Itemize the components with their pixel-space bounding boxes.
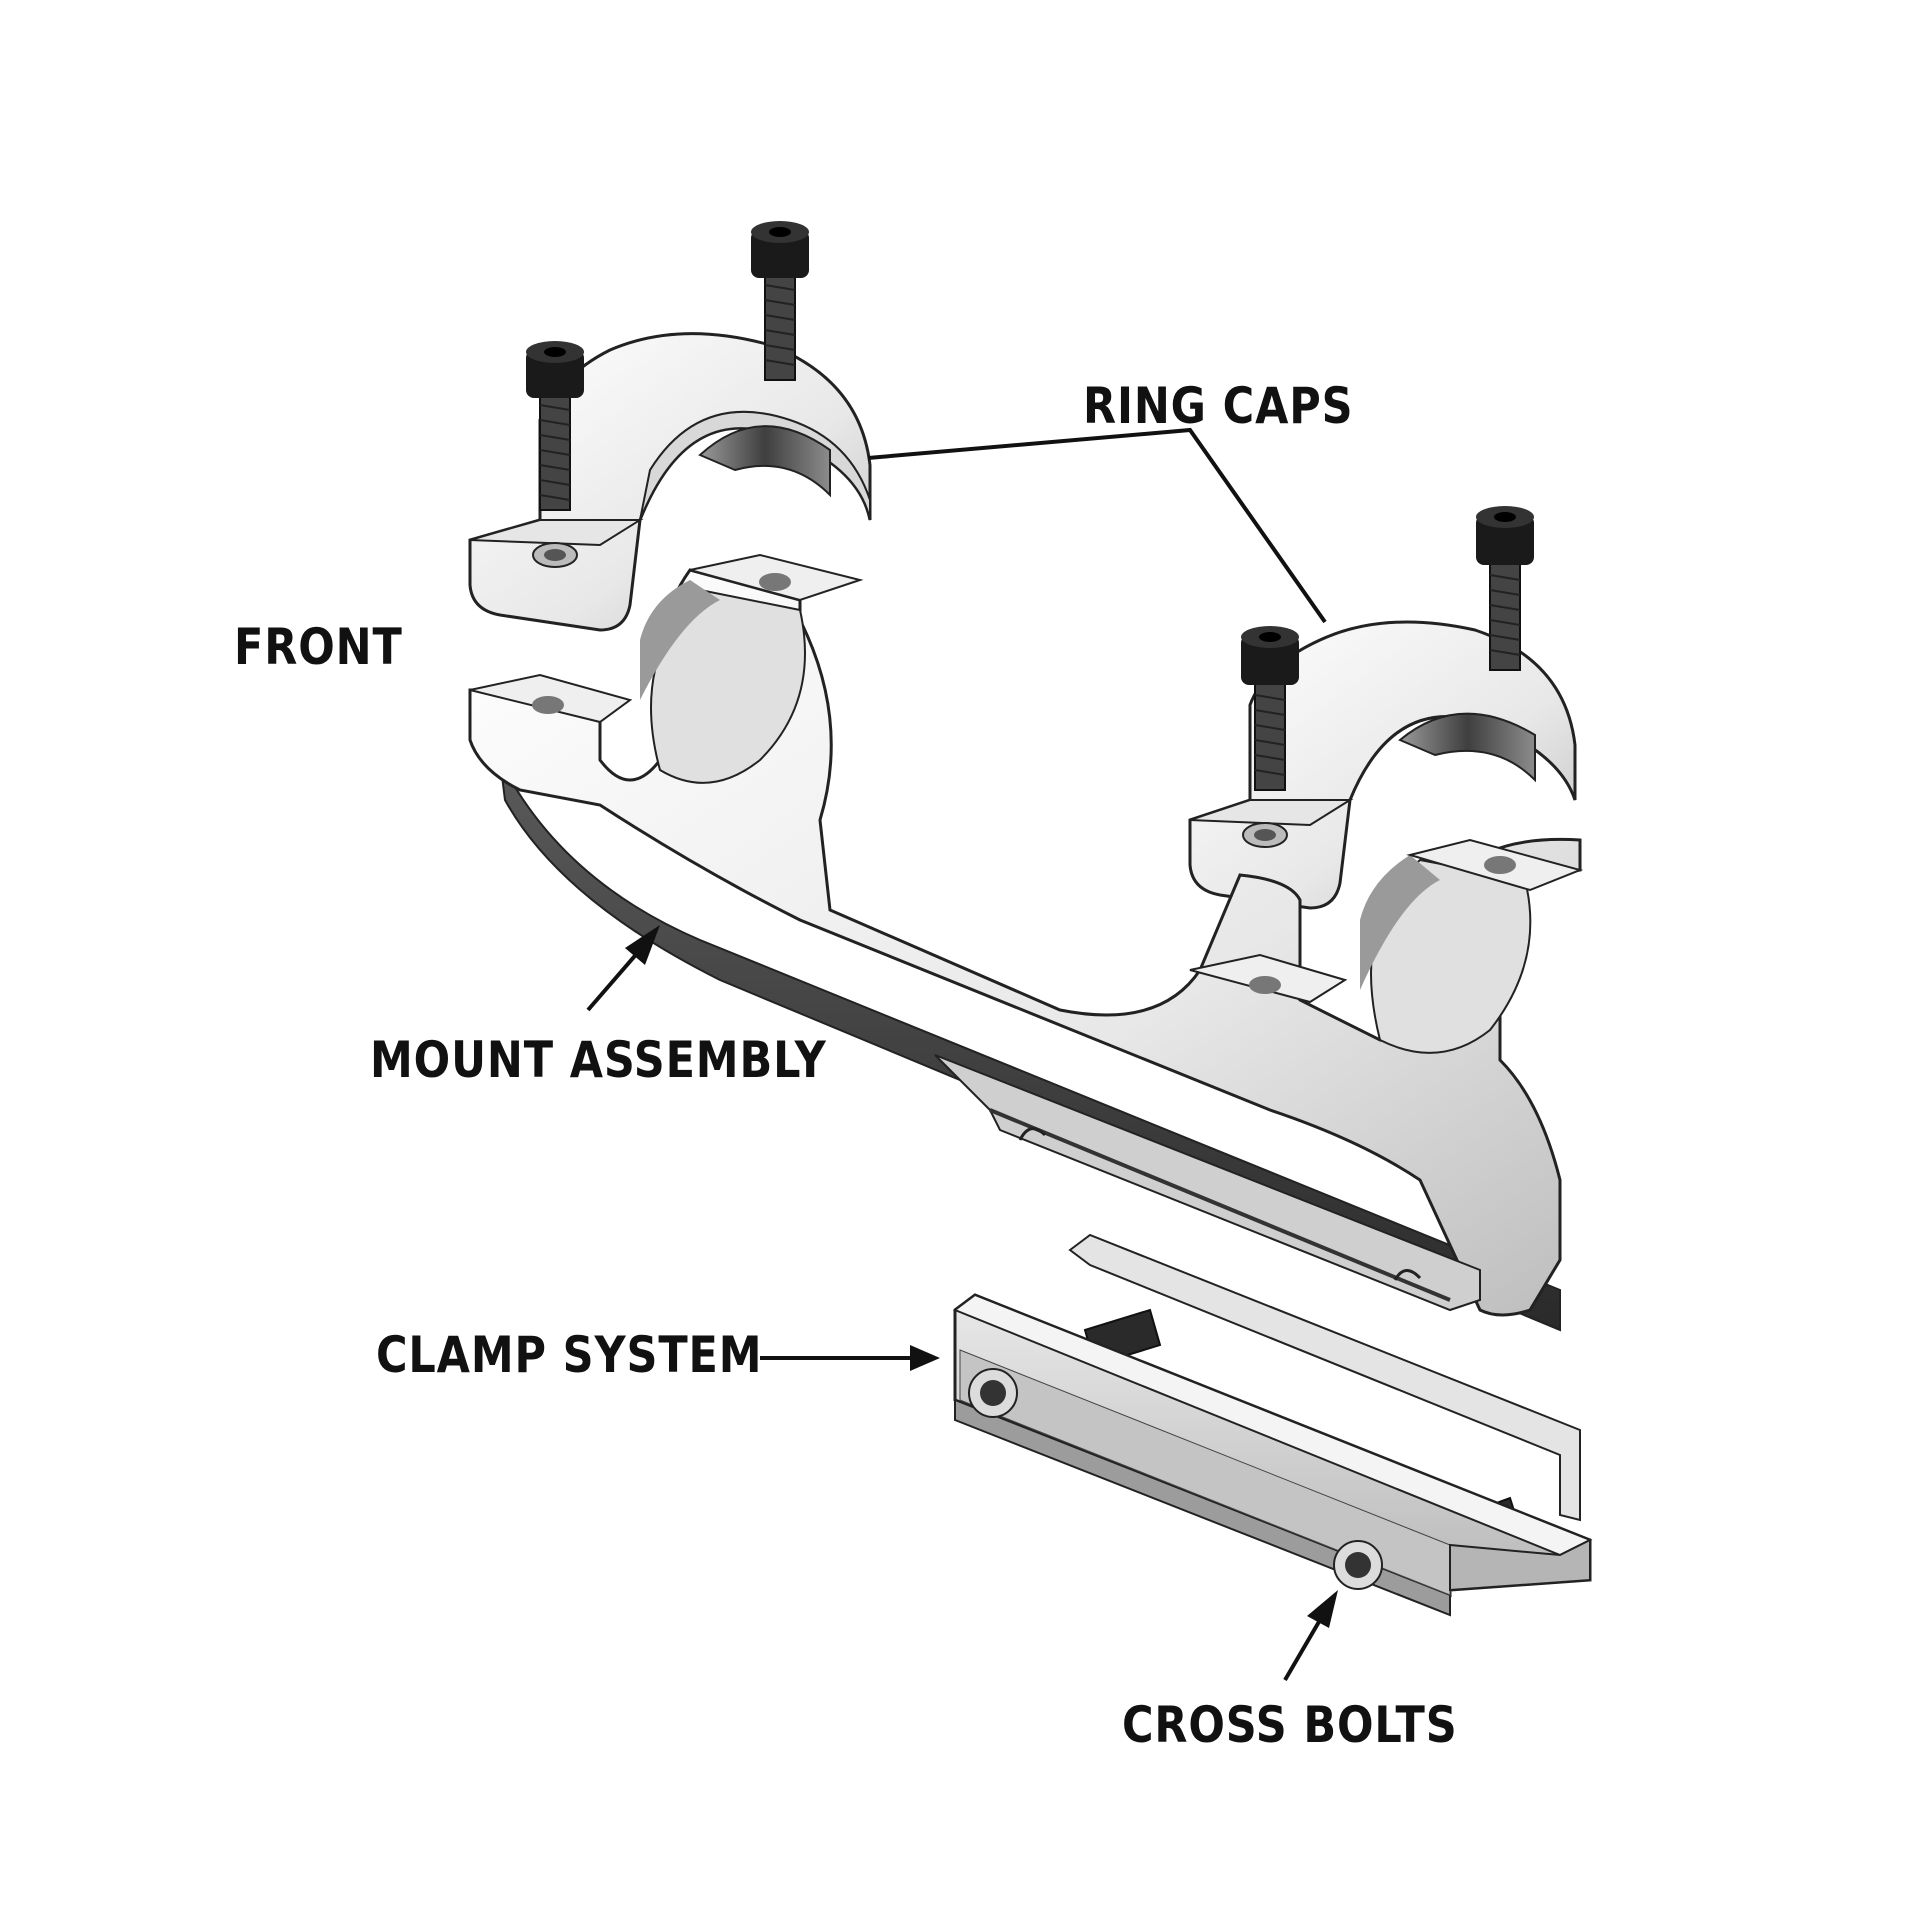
- cross-bolts-label: CROSS BOLTS: [1122, 1696, 1458, 1754]
- cross-bolts-arrow: [1283, 1590, 1338, 1682]
- front-cap-screw-right: [751, 221, 809, 381]
- front-label: FRONT: [234, 618, 403, 676]
- front-cap-screw-left: [526, 341, 584, 511]
- mount-assembly-arrow: [586, 925, 660, 1012]
- clamp-system-label: CLAMP SYSTEM: [376, 1326, 763, 1384]
- mount-assembly-label: MOUNT ASSEMBLY: [370, 1031, 827, 1089]
- rear-cap-screw-left: [1241, 626, 1299, 791]
- rear-ring-cap: [1188, 620, 1577, 910]
- clamp-system-arrow: [760, 1345, 940, 1371]
- ring-caps-label: RING CAPS: [1083, 377, 1354, 435]
- ring-caps-leader: [867, 427, 1327, 624]
- rear-cap-screw-right: [1476, 506, 1534, 671]
- clamp-system: [952, 1233, 1593, 1617]
- mount-assembly: [468, 553, 1584, 1332]
